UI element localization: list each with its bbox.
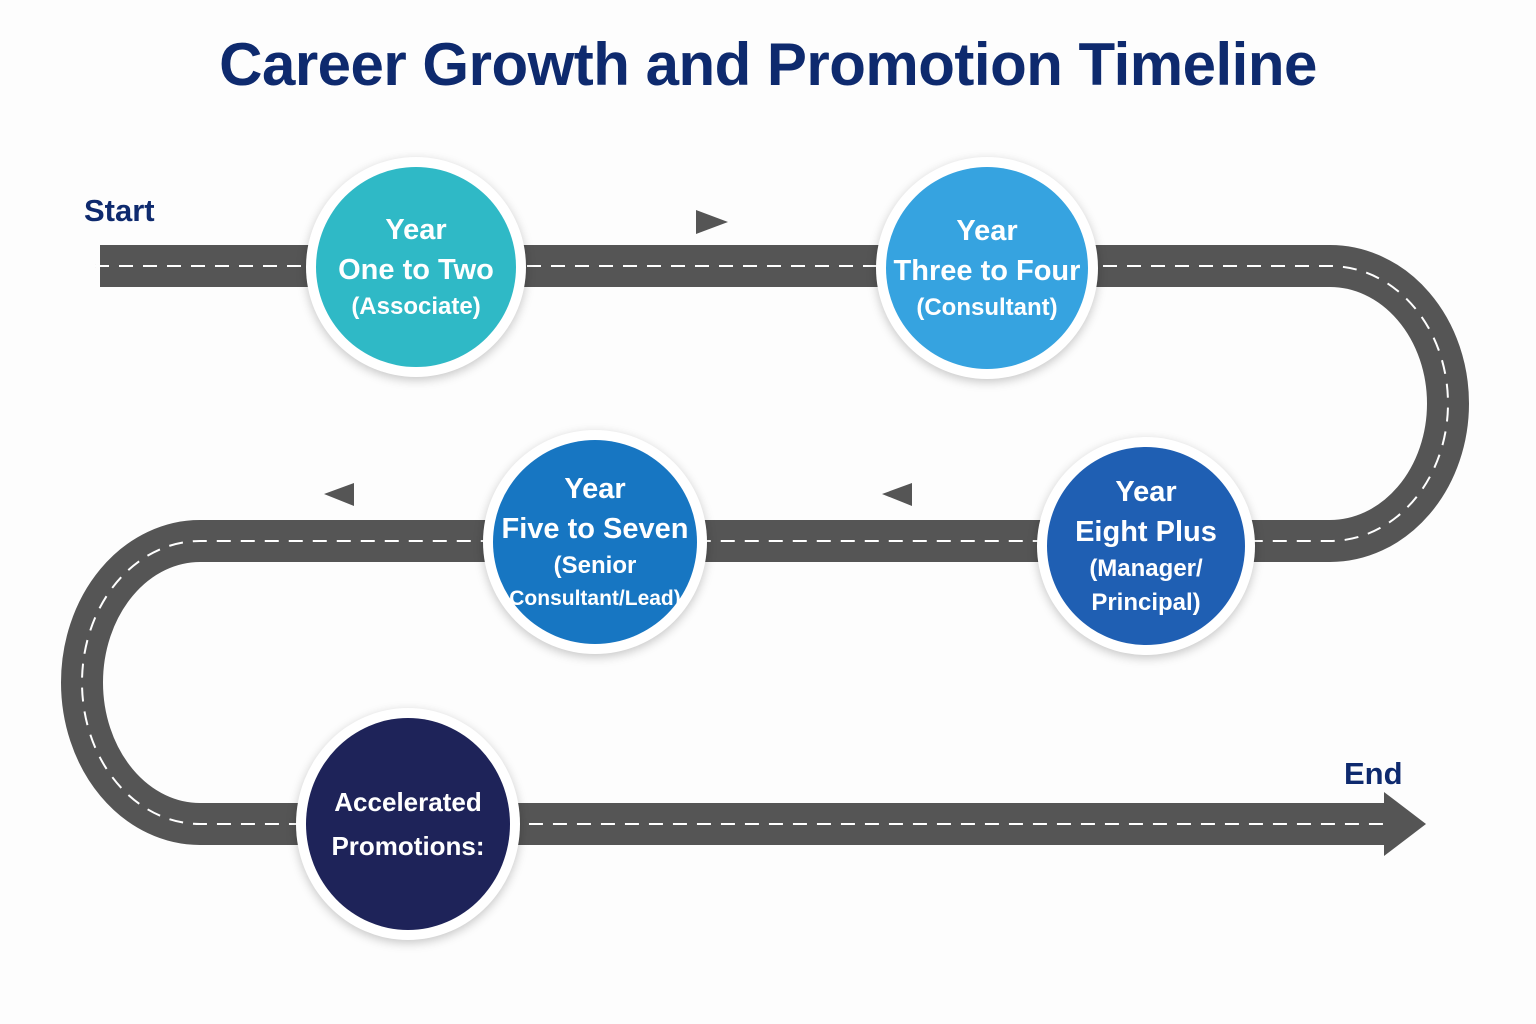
milestone-range: Three to Four	[893, 255, 1081, 287]
milestone-manager-principal: Year Eight Plus (Manager/ Principal)	[1037, 437, 1255, 655]
milestone-year: Year	[956, 215, 1018, 247]
page-title: Career Growth and Promotion Timeline	[219, 31, 1317, 98]
milestone-role: (Consultant)	[916, 294, 1058, 321]
milestone-role-continued: Consultant/Lead)	[509, 587, 681, 610]
milestone-senior-consultant: Year Five to Seven (Senior Consultant/Le…	[483, 430, 707, 654]
milestone-associate: Year One to Two (Associate)	[306, 157, 526, 377]
milestone-heading: Accelerated	[334, 787, 482, 817]
milestone-role-continued: Principal)	[1091, 589, 1201, 616]
milestone-subheading: Promotions:	[331, 831, 485, 861]
milestone-role: (Senior	[553, 552, 637, 579]
milestone-disc: Year Eight Plus (Manager/ Principal)	[1047, 447, 1245, 645]
milestone-role: (Associate)	[351, 293, 481, 320]
direction-arrow-left	[324, 483, 354, 506]
milestone-disc: Year Five to Seven (Senior Consultant/Le…	[493, 440, 697, 644]
milestone-disc: Year One to Two (Associate)	[316, 167, 516, 367]
start-label: Start	[84, 193, 155, 228]
milestone-accelerated-promotions: Accelerated Promotions:	[296, 708, 520, 940]
milestone-consultant: Year Three to Four (Consultant)	[876, 157, 1098, 379]
direction-arrow-left	[882, 483, 912, 506]
milestone-range: Five to Seven	[501, 513, 689, 545]
end-label: End	[1344, 756, 1403, 791]
road-start-notch	[80, 245, 100, 287]
road-center-dashes	[81, 265, 1449, 825]
milestone-disc: Accelerated Promotions:	[306, 718, 510, 930]
milestone-range: Eight Plus	[1075, 516, 1217, 548]
milestone-range: One to Two	[338, 254, 494, 286]
milestone-year: Year	[385, 214, 447, 246]
direction-arrow-right	[696, 210, 728, 234]
milestone-year: Year	[1115, 476, 1177, 508]
milestone-disc: Year Three to Four (Consultant)	[886, 167, 1088, 369]
milestone-role: (Manager/	[1089, 555, 1203, 582]
road-end-arrowhead	[1384, 792, 1426, 856]
milestone-year: Year	[564, 473, 626, 505]
